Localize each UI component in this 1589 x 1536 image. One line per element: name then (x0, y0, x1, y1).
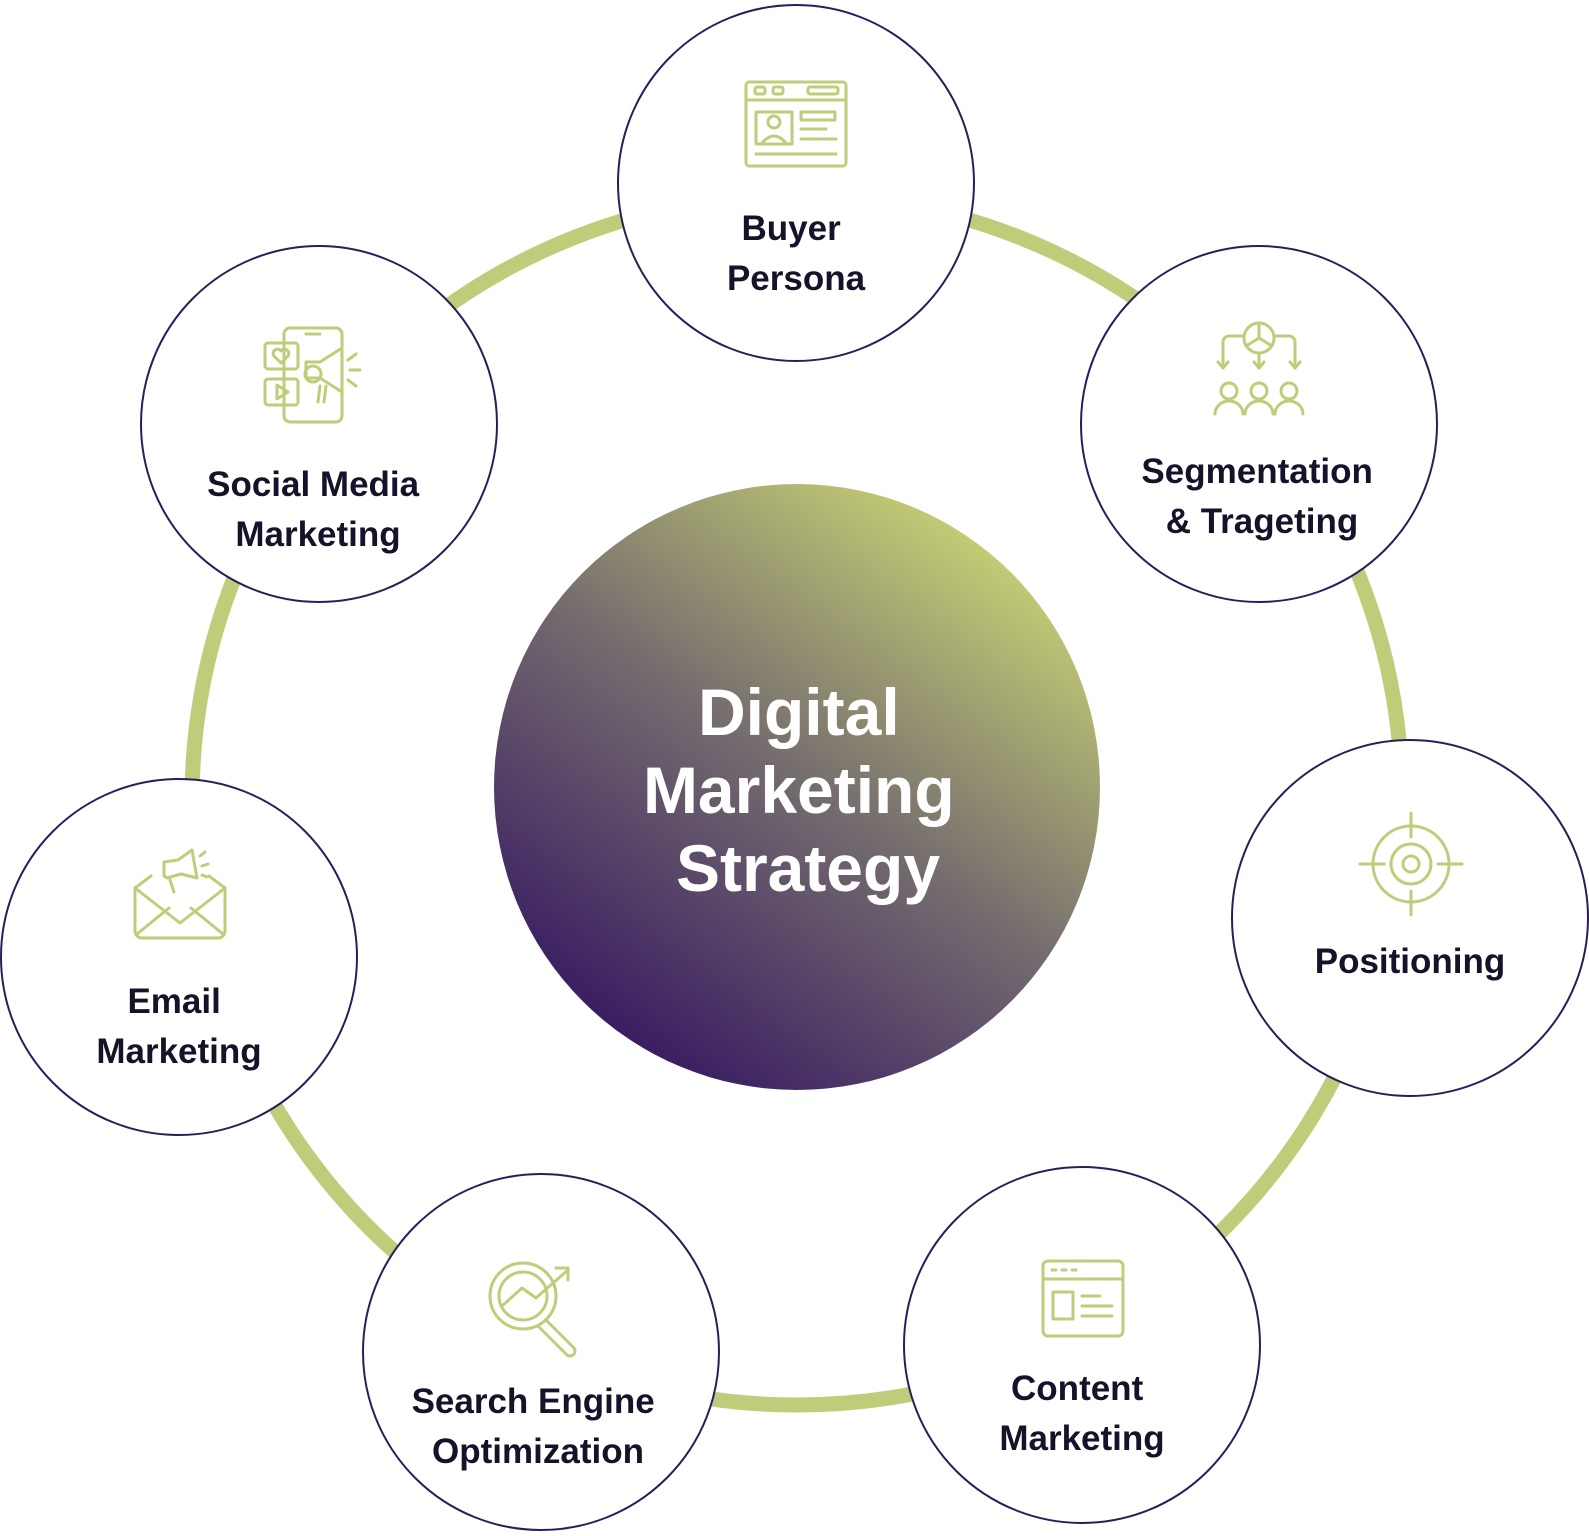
node-label-line: Buyer (742, 209, 842, 248)
node-search-engine-optimization: Search Engine Optimization (362, 1173, 720, 1531)
web-profile-page-icon (744, 80, 848, 168)
node-circle (1231, 739, 1589, 1097)
center-title-line: Marketing (643, 753, 955, 827)
node-label-line: Marketing (96, 1032, 261, 1071)
center-circle (494, 484, 1100, 1090)
node-label: Social Media Marketing (207, 465, 429, 554)
node-label-line: Optimization (432, 1432, 644, 1471)
social-media-megaphone-icon (263, 326, 362, 424)
node-positioning: Positioning (1231, 739, 1589, 1097)
node-label-line: Content (1011, 1369, 1144, 1408)
search-growth-icon (488, 1261, 577, 1358)
node-segmentation-targeting: Segmentation & Trageting (1080, 245, 1438, 603)
node-circle (903, 1166, 1261, 1524)
node-circle (362, 1173, 720, 1531)
node-label-line: Search Engine (412, 1382, 655, 1421)
node-circle (617, 4, 975, 362)
node-label-line: Persona (727, 259, 866, 298)
node-label-line: & Trageting (1166, 502, 1359, 541)
node-label: Search Engine Optimization (412, 1382, 665, 1471)
audience-segmentation-icon (1213, 321, 1305, 416)
node-email-marketing: Email Marketing (0, 778, 358, 1136)
node-label-line: Segmentation (1141, 452, 1372, 491)
target-crosshair-icon (1358, 811, 1464, 917)
node-label-line: Email (127, 982, 220, 1021)
center-title-line: Strategy (676, 831, 940, 905)
node-social-media-marketing: Social Media Marketing (140, 245, 498, 603)
center-title: Digital Marketing Strategy (643, 675, 973, 905)
node-circle (1080, 245, 1438, 603)
node-buyer-persona: Buyer Persona (617, 4, 975, 362)
node-label: Content Marketing (999, 1369, 1164, 1458)
node-label-line: Positioning (1315, 942, 1506, 981)
node-circle (0, 778, 358, 1136)
node-label: Buyer Persona (727, 209, 866, 298)
node-label-line: Marketing (999, 1419, 1164, 1458)
node-label: Segmentation & Trageting (1141, 452, 1382, 541)
node-label-line: Social Media (207, 465, 420, 504)
node-label-line: Marketing (235, 515, 400, 554)
center-title-line: Digital (698, 675, 900, 749)
envelope-megaphone-icon (133, 848, 227, 940)
content-layout-icon (1041, 1259, 1125, 1338)
node-label: Positioning (1315, 942, 1506, 981)
node-label: Email Marketing (96, 982, 261, 1071)
node-circle (140, 245, 498, 603)
node-content-marketing: Content Marketing (903, 1166, 1261, 1524)
center-hub: Digital Marketing Strategy (494, 484, 1100, 1090)
